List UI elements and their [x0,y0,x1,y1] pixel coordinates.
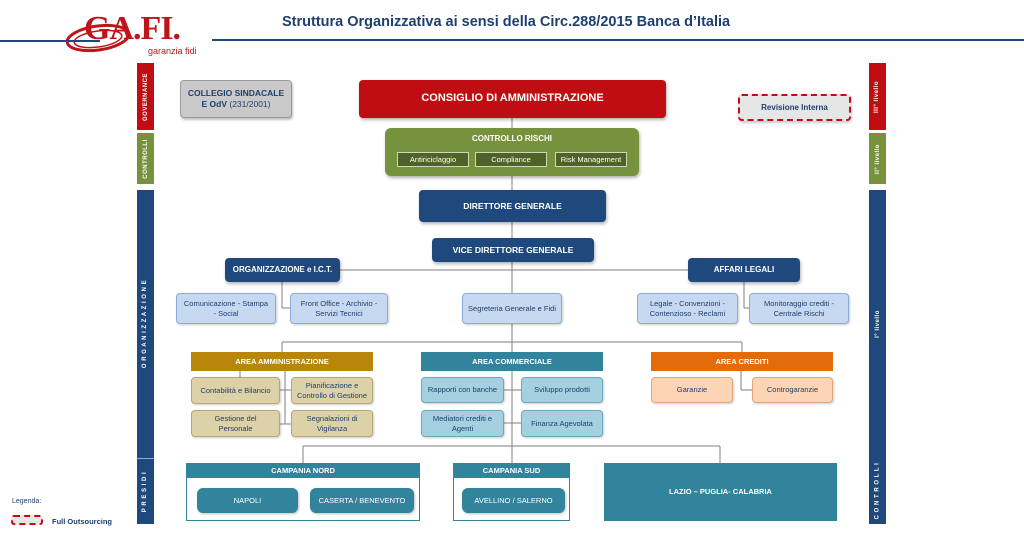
area-commerciale-header: AREA COMMERCIALE [421,352,603,371]
lazio-puglia-calabria-box: LAZIO – PUGLIA- CALABRIA [604,463,837,521]
segnalazioni-box: Segnalazioni di Vigilanza [291,410,373,437]
header-rule-left [0,40,100,42]
sidebar-presidi: P R E S I D I [137,458,154,524]
campania-sud-header: CAMPANIA SUD [453,463,570,478]
logo-swoosh-icon [65,23,131,53]
caserta-benevento-box: CASERTA / BENEVENTO [310,488,414,513]
sidebar-controlli: CONTROLLI [137,133,154,184]
area-amministrazione-header: AREA AMMINISTRAZIONE [191,352,373,371]
sidebar-level3: III° livello [869,63,886,130]
monitoraggio-box: Monitoraggio crediti - Centrale Rischi [749,293,849,324]
sidebar-governance: GOVERNANCE [137,63,154,130]
legend-full-outsourcing: Full Outsourcing [52,517,112,526]
sidebar-controlli-right: C O N T R O L L I [869,458,886,524]
contabilita-box: Contabilità e Bilancio [191,377,280,404]
collegio-sindacale-box: COLLEGIO SINDACALE E OdV (231/2001) [180,80,292,118]
compliance-box: Compliance [475,152,547,167]
header-rule-right [212,39,1024,41]
organizzazione-ict-box: ORGANIZZAZIONE e I.C.T. [225,258,340,282]
front-office-box: Front Office - Archivio - Servizi Tecnic… [290,293,388,324]
sidebar-level2: II° livello [869,133,886,184]
rapporti-banche-box: Rapporti con banche [421,377,504,403]
logo: GA.FI. garanzia fidi [64,8,204,60]
avellino-salerno-box: AVELLINO / SALERNO [462,488,565,513]
napoli-box: NAPOLI [197,488,298,513]
risk-management-box: Risk Management [555,152,627,167]
mediatori-box: Mediatori crediti e Agenti [421,410,504,437]
revisione-interna-box: Revisione Interna [738,94,851,121]
collegio-line1: COLLEGIO SINDACALE [187,88,285,99]
vice-direttore-box: VICE DIRETTORE GENERALE [432,238,594,262]
legend-label: Legenda: [12,498,42,505]
controllo-rischi-box: CONTROLLO RISCHI Antiriciclaggio Complia… [385,128,639,176]
logo-subtitle: garanzia fidi [148,46,197,56]
direttore-generale-box: DIRETTORE GENERALE [419,190,606,222]
sidebar-organizzazione: O R G A N I Z Z A Z I O N E [137,190,154,458]
sviluppo-prodotti-box: Sviluppo prodotti [521,377,603,403]
comunicazione-box: Comunicazione - Stampa - Social [176,293,276,324]
gestione-personale-box: Gestione del Personale [191,410,280,437]
logo-text: GA.FI. [84,10,181,47]
controgaranzie-box: Controgaranzie [752,377,833,403]
finanza-agevolata-box: Finanza Agevolata [521,410,603,437]
page-title: Struttura Organizzativa ai sensi della C… [282,14,731,30]
antiriciclaggio-box: Antiriciclaggio [397,152,469,167]
garanzie-box: Garanzie [651,377,733,403]
area-crediti-header: AREA CREDITI [651,352,833,371]
campania-nord-header: CAMPANIA NORD [186,463,420,478]
affari-legali-box: AFFARI LEGALI [688,258,800,282]
controllo-rischi-title: CONTROLLO RISCHI [472,134,552,143]
sidebar-level1: I° livello [869,190,886,458]
legend-swatch [11,515,43,525]
consiglio-amministrazione-box: CONSIGLIO DI AMMINISTRAZIONE [359,80,666,118]
pianificazione-box: Pianificazione e Controllo di Gestione [291,377,373,404]
collegio-line2: E OdV (231/2001) [201,99,271,109]
segreteria-box: Segreteria Generale e Fidi [462,293,562,324]
legale-box: Legale - Convenzioni - Contenzioso - Rec… [637,293,738,324]
